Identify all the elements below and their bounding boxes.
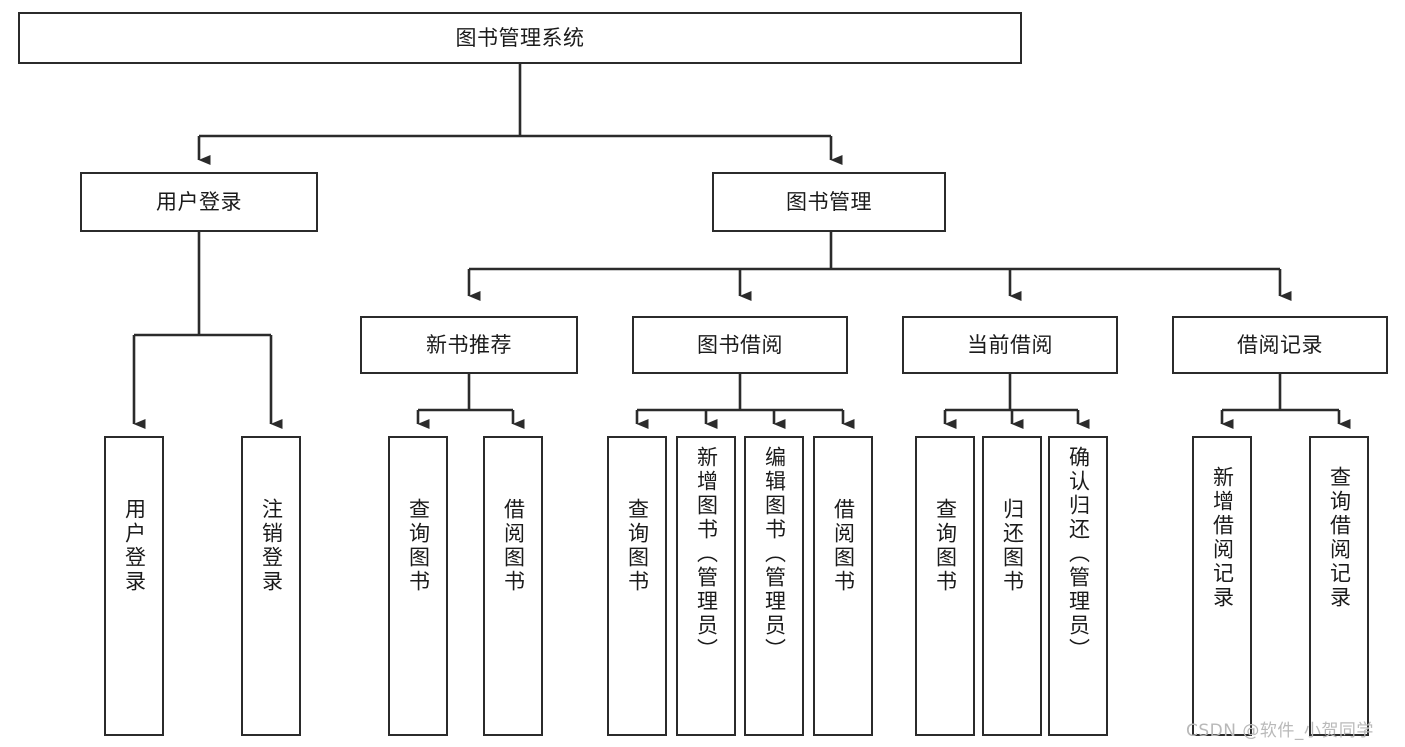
node-leaf-book-borrow-1-label: 查询图书 bbox=[625, 498, 650, 594]
node-leaf-current-borrow-2-label: 归还图书 bbox=[1000, 498, 1025, 594]
csdn-watermark: CSDN @软件_小贺同学 bbox=[1186, 721, 1374, 741]
node-leaf-user-login-1[interactable]: 用户登录 bbox=[104, 436, 164, 736]
node-book-manage[interactable]: 图书管理 bbox=[712, 172, 946, 232]
node-new-book-rec-label: 新书推荐 bbox=[426, 332, 512, 357]
node-leaf-book-borrow-3-label: 编辑图书（管理员） bbox=[762, 446, 787, 662]
node-leaf-new-book-rec-2-label: 借阅图书 bbox=[501, 498, 526, 594]
node-borrow-record-label: 借阅记录 bbox=[1237, 332, 1323, 357]
node-leaf-user-login-1-label: 用户登录 bbox=[122, 498, 147, 594]
node-leaf-current-borrow-2[interactable]: 归还图书 bbox=[982, 436, 1042, 736]
node-leaf-new-book-rec-2[interactable]: 借阅图书 bbox=[483, 436, 543, 736]
node-leaf-book-borrow-2[interactable]: 新增图书（管理员） bbox=[676, 436, 736, 736]
node-leaf-book-borrow-1[interactable]: 查询图书 bbox=[607, 436, 667, 736]
node-root[interactable]: 图书管理系统 bbox=[18, 12, 1022, 64]
node-borrow-record[interactable]: 借阅记录 bbox=[1172, 316, 1388, 374]
node-book-borrow[interactable]: 图书借阅 bbox=[632, 316, 848, 374]
node-current-borrow[interactable]: 当前借阅 bbox=[902, 316, 1118, 374]
node-leaf-borrow-record-1[interactable]: 新增借阅记录 bbox=[1192, 436, 1252, 736]
node-leaf-new-book-rec-1[interactable]: 查询图书 bbox=[388, 436, 448, 736]
node-leaf-book-borrow-4-label: 借阅图书 bbox=[831, 498, 856, 594]
node-book-manage-label: 图书管理 bbox=[786, 189, 872, 214]
node-book-borrow-label: 图书借阅 bbox=[697, 332, 783, 357]
node-leaf-book-borrow-3[interactable]: 编辑图书（管理员） bbox=[744, 436, 804, 736]
node-leaf-current-borrow-1[interactable]: 查询图书 bbox=[915, 436, 975, 736]
node-leaf-borrow-record-1-label: 新增借阅记录 bbox=[1210, 466, 1235, 610]
node-leaf-book-borrow-2-label: 新增图书（管理员） bbox=[694, 446, 719, 662]
node-user-login[interactable]: 用户登录 bbox=[80, 172, 318, 232]
node-current-borrow-label: 当前借阅 bbox=[967, 332, 1053, 357]
node-leaf-book-borrow-4[interactable]: 借阅图书 bbox=[813, 436, 873, 736]
node-new-book-rec[interactable]: 新书推荐 bbox=[360, 316, 578, 374]
node-leaf-borrow-record-2[interactable]: 查询借阅记录 bbox=[1309, 436, 1369, 736]
node-leaf-user-login-2-label: 注销登录 bbox=[259, 498, 284, 594]
node-user-login-label: 用户登录 bbox=[156, 189, 242, 214]
node-leaf-new-book-rec-1-label: 查询图书 bbox=[406, 498, 431, 594]
node-leaf-current-borrow-1-label: 查询图书 bbox=[933, 498, 958, 594]
node-leaf-borrow-record-2-label: 查询借阅记录 bbox=[1327, 466, 1352, 610]
node-leaf-user-login-2[interactable]: 注销登录 bbox=[241, 436, 301, 736]
node-leaf-current-borrow-3-label: 确认归还（管理员） bbox=[1066, 446, 1091, 662]
node-root-label: 图书管理系统 bbox=[455, 25, 585, 50]
node-leaf-current-borrow-3[interactable]: 确认归还（管理员） bbox=[1048, 436, 1108, 736]
